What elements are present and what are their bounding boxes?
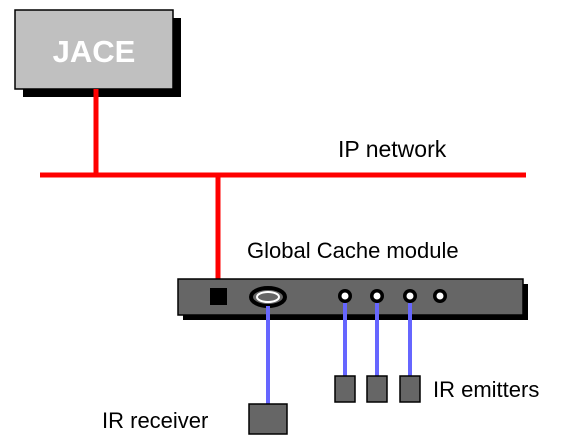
global-cache-module xyxy=(177,278,528,320)
ir-emitter xyxy=(399,375,421,403)
network-port xyxy=(210,288,227,305)
jace-node: JACE xyxy=(14,9,181,97)
ir-cables xyxy=(266,303,412,405)
spare-port xyxy=(433,289,447,303)
jace-label: JACE xyxy=(53,34,136,69)
ir-receiver xyxy=(248,403,288,435)
receiver-label: IR receiver xyxy=(102,408,208,433)
network-label: IP network xyxy=(338,136,447,162)
emitter-port xyxy=(370,289,384,303)
jace-box xyxy=(14,9,174,90)
ir-emitter xyxy=(334,375,356,403)
emitter-port xyxy=(338,289,352,303)
emitter-port xyxy=(403,289,417,303)
ip-network xyxy=(40,89,526,288)
ir-emitters xyxy=(334,375,421,403)
module-label: Global Cache module xyxy=(247,238,459,263)
ir-emitter xyxy=(366,375,388,403)
emitters-label: IR emitters xyxy=(433,377,539,402)
